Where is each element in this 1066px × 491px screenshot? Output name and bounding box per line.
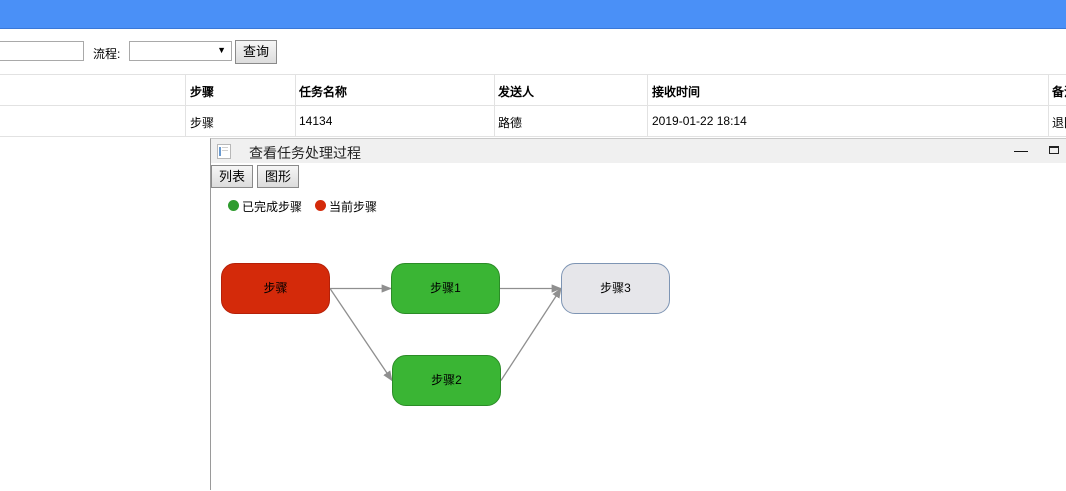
- flow-edge-n2-n3: [500, 287, 562, 381]
- flow-select[interactable]: ▼: [129, 41, 232, 61]
- flow-diagram: [329, 284, 563, 382]
- grid-line: [0, 74, 1066, 75]
- flow-node-步骤1[interactable]: 步骤1: [391, 263, 500, 314]
- top-header-bar: [0, 0, 1066, 28]
- flow-edge-n0-n2: [329, 288, 393, 382]
- maximize-icon[interactable]: [1045, 140, 1065, 160]
- dialog-titlebar[interactable]: 查看任务处理过程 —: [211, 139, 1066, 163]
- grid-line: [0, 105, 1066, 106]
- header-divider: [0, 28, 1066, 29]
- tab-graph[interactable]: 图形: [257, 165, 299, 188]
- table-row-remark[interactable]: 退回: [1052, 116, 1066, 130]
- legend-completed-dot: [228, 200, 239, 211]
- table-row-receive-time[interactable]: 2019-01-22 18:14: [652, 114, 747, 128]
- flow-node-步骤3[interactable]: 步骤3: [561, 263, 670, 314]
- column-header-step[interactable]: 步骤: [190, 85, 215, 99]
- grid-line: [185, 74, 186, 137]
- grid-line: [1048, 74, 1049, 137]
- table-row-task-name[interactable]: 14134: [299, 114, 333, 128]
- grid-line: [295, 74, 296, 137]
- flow-node-步骤[interactable]: 步骤: [221, 263, 330, 314]
- minimize-icon[interactable]: —: [1014, 142, 1028, 158]
- column-header-task-name[interactable]: 任务名称: [299, 85, 348, 99]
- tab-list[interactable]: 列表: [211, 165, 253, 188]
- column-header-receive-time[interactable]: 接收时间: [652, 85, 701, 99]
- column-header-remark[interactable]: 备注: [1052, 85, 1066, 99]
- task-grid: 步骤 任务名称 发送人 接收时间 备注 步骤 14134 路德 2019-01-…: [0, 74, 1066, 137]
- chevron-down-icon: ▼: [217, 45, 226, 55]
- dialog-title: 查看任务处理过程: [249, 145, 361, 161]
- grid-line: [0, 136, 1066, 137]
- query-button[interactable]: 查询: [235, 40, 277, 64]
- table-row-sender[interactable]: 路德: [498, 116, 523, 130]
- legend-current-label: 当前步骤: [329, 200, 378, 214]
- table-row-step[interactable]: 步骤: [190, 116, 215, 130]
- column-header-sender[interactable]: 发送人: [498, 85, 535, 99]
- keyword-input[interactable]: [0, 41, 84, 61]
- flow-node-步骤2[interactable]: 步骤2: [392, 355, 501, 406]
- flow-label: 流程:: [93, 47, 121, 61]
- legend-completed-label: 已完成步骤: [242, 200, 303, 214]
- process-dialog: 查看任务处理过程 — 列表 图形 已完成步骤 当前步骤 步骤 步骤1 步骤2 步骤3: [210, 138, 1066, 490]
- legend-current-dot: [315, 200, 326, 211]
- grid-line: [647, 74, 648, 137]
- document-icon: [217, 144, 231, 159]
- grid-line: [494, 74, 495, 137]
